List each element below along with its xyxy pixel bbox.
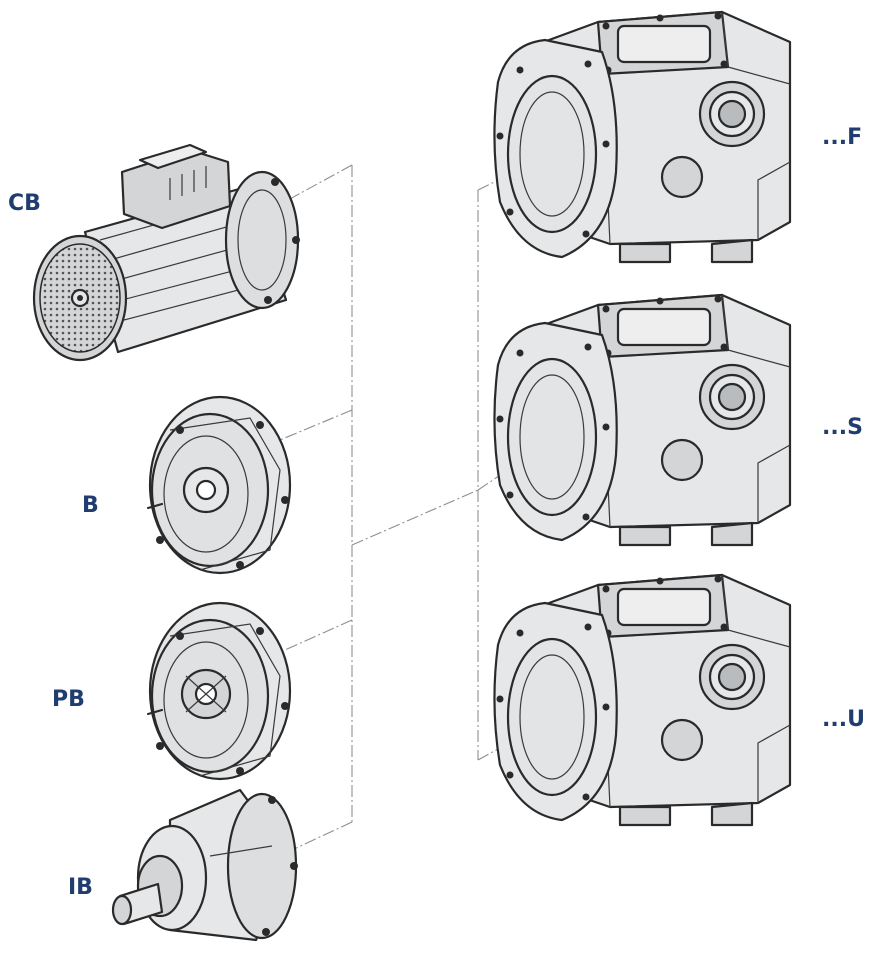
helical-bevel-gearbox-icon [493,573,792,827]
label-ib: IB [68,875,93,900]
label-b: B [82,493,99,518]
label-gearbox-s: ...S [822,415,863,440]
electric-motor-icon [32,143,300,362]
label-cb: CB [8,191,41,216]
motor-adapter-flange-icon [146,395,292,575]
label-gearbox-f: ...F [822,125,862,150]
input-shaft-adapter-icon [111,788,298,942]
helical-bevel-gearbox-icon [493,10,792,264]
label-pb: PB [52,687,85,712]
label-gearbox-u: ...U [822,707,865,732]
coupling-adapter-flange-icon [146,601,292,781]
helical-bevel-gearbox-icon [493,293,792,547]
